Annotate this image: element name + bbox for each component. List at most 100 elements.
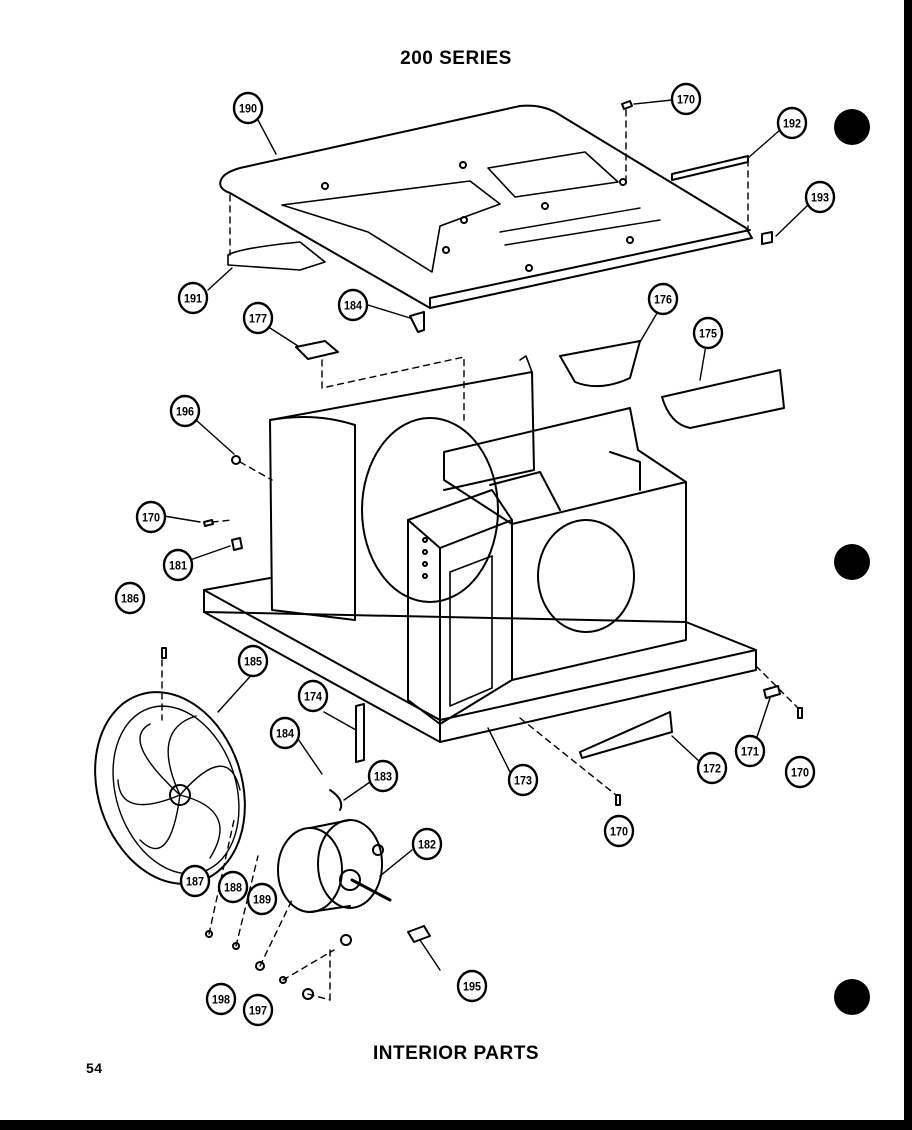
callout-circle	[297, 679, 329, 713]
callout-circle	[776, 106, 808, 140]
washer-198	[279, 976, 287, 984]
callout-label: 183	[374, 770, 392, 784]
callout-187: 187	[179, 864, 211, 898]
screw-170-right	[797, 707, 803, 719]
callout-184: 184	[269, 716, 301, 750]
clip-193	[761, 231, 773, 245]
callout-197: 197	[242, 993, 274, 1027]
callout-label: 192	[783, 117, 801, 131]
callout-label: 170	[610, 825, 628, 839]
callout-label: 196	[176, 405, 194, 419]
fan-blade	[94, 691, 246, 885]
callout-173: 173	[507, 763, 539, 797]
callout-circle	[177, 281, 209, 315]
callout-186: 186	[114, 581, 146, 615]
callout-circle	[162, 548, 194, 582]
callout-172: 172	[696, 751, 728, 785]
blower-housing	[269, 355, 535, 621]
strip-192	[671, 155, 749, 181]
callout-circle	[232, 91, 264, 125]
nut-197	[302, 988, 314, 1000]
callout-circle	[696, 751, 728, 785]
clip-183	[329, 789, 343, 811]
callout-label: 189	[253, 893, 271, 907]
callout-circle	[114, 581, 146, 615]
callout-label: 191	[184, 292, 202, 306]
callout-193: 193	[804, 180, 836, 214]
callout-177: 177	[242, 301, 274, 335]
series-title: 200 SERIES	[400, 48, 512, 69]
callout-170: 170	[603, 814, 635, 848]
callout-170: 170	[670, 82, 702, 116]
callout-195: 195	[456, 969, 488, 1003]
top-cover-panel	[219, 104, 753, 309]
callout-circle	[804, 180, 836, 214]
grommet-196	[231, 455, 241, 465]
callout-171: 171	[734, 734, 766, 768]
callout-label: 170	[142, 511, 160, 525]
callout-circle	[135, 500, 167, 534]
washer-188	[232, 942, 240, 950]
callout-label: 184	[344, 299, 362, 313]
washer-189	[255, 961, 265, 971]
callout-label: 177	[249, 312, 267, 326]
insulation-175	[661, 369, 785, 429]
callout-183: 183	[367, 759, 399, 793]
binder-hole-bottom	[834, 979, 870, 1015]
callout-label: 170	[677, 93, 695, 107]
callout-176: 176	[647, 282, 679, 316]
callout-circle	[246, 882, 278, 916]
callout-label: 171	[741, 745, 759, 759]
screw-170-bottom	[615, 794, 621, 806]
insulation-176	[559, 340, 641, 388]
section-title: INTERIOR PARTS	[372, 1043, 540, 1064]
callout-circle	[337, 288, 369, 322]
callout-label: 175	[699, 327, 717, 341]
callout-circle	[603, 814, 635, 848]
callout-label: 172	[703, 762, 721, 776]
alignment-lines	[161, 109, 799, 1001]
callout-label: 197	[249, 1004, 267, 1018]
callout-label: 174	[304, 690, 322, 704]
callout-circle	[242, 301, 274, 335]
callout-label: 195	[463, 980, 481, 994]
callout-181: 181	[162, 548, 194, 582]
callout-182: 182	[411, 827, 443, 861]
bracket-184-top	[409, 311, 425, 333]
callout-circle	[784, 755, 816, 789]
mount-195	[407, 925, 431, 943]
callout-circle	[670, 82, 702, 116]
clip-181	[231, 537, 243, 551]
callout-191: 191	[177, 281, 209, 315]
callout-circle	[367, 759, 399, 793]
callout-label: 182	[418, 838, 436, 852]
control-box	[407, 489, 513, 725]
callout-189: 189	[246, 882, 278, 916]
callout-190: 190	[232, 91, 264, 125]
leader-lines	[163, 99, 809, 971]
drain-strip-172	[579, 711, 673, 759]
page-number: 54	[86, 1060, 103, 1076]
callout-circle	[179, 864, 211, 898]
callout-label: 186	[121, 592, 139, 606]
callout-170: 170	[784, 755, 816, 789]
callout-192: 192	[776, 106, 808, 140]
callout-circle	[205, 982, 237, 1016]
callout-circle	[217, 870, 249, 904]
callout-label: 187	[186, 875, 204, 889]
callout-label: 198	[212, 993, 230, 1007]
clip-171	[763, 685, 781, 699]
callout-label: 193	[811, 191, 829, 205]
screw-170-mid	[203, 519, 214, 527]
base-pan	[203, 577, 757, 743]
bracket-174	[355, 703, 365, 763]
callout-label: 184	[276, 727, 294, 741]
callout-circle	[456, 969, 488, 1003]
callout-198: 198	[205, 982, 237, 1016]
callout-circle	[507, 763, 539, 797]
page-border-bottom	[0, 1120, 912, 1130]
callout-170: 170	[135, 500, 167, 534]
callout-label: 181	[169, 559, 187, 573]
callout-196: 196	[169, 394, 201, 428]
